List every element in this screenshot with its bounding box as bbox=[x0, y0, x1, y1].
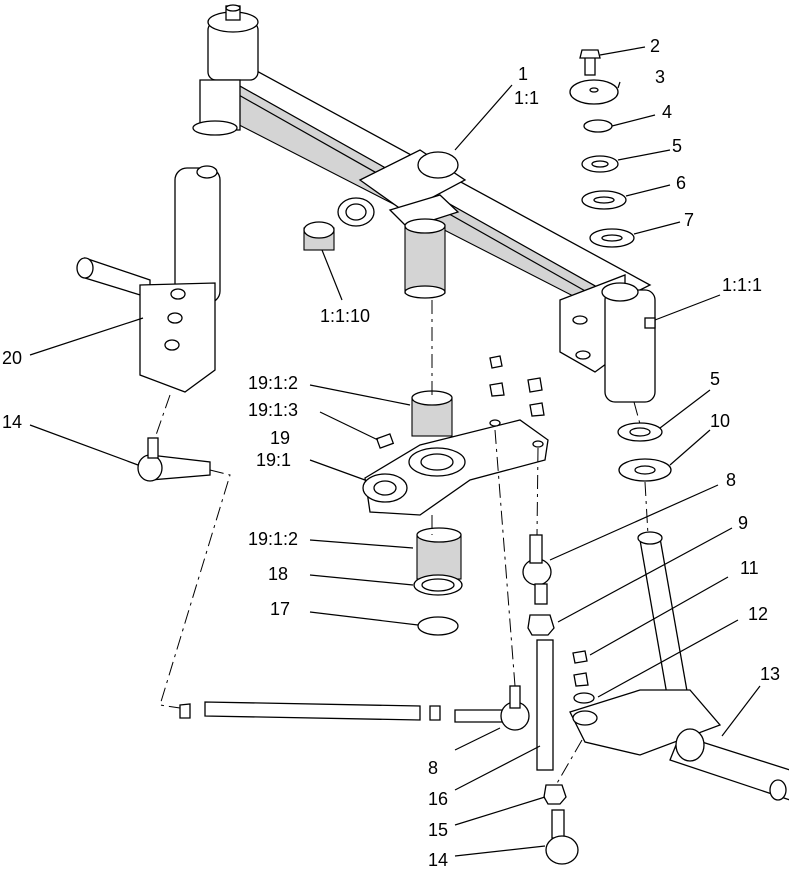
alignment-lines bbox=[154, 300, 649, 786]
callout-3: 3 bbox=[655, 67, 665, 87]
right-king-pin bbox=[617, 422, 691, 713]
callout-1: 1 bbox=[518, 64, 528, 84]
leader-lines bbox=[29, 46, 761, 857]
callout-19-1-2-upper: 19:1:2 bbox=[248, 373, 298, 393]
callout-4: 4 bbox=[662, 102, 672, 122]
callout-9: 9 bbox=[738, 513, 748, 533]
callout-16: 16 bbox=[428, 789, 448, 809]
left-spindle-20 bbox=[76, 165, 221, 393]
callout-15: 15 bbox=[428, 820, 448, 840]
callout-1-1-1: 1:1:1 bbox=[722, 275, 762, 295]
callout-19: 19 bbox=[270, 428, 290, 448]
callout-10: 10 bbox=[710, 411, 730, 431]
tie-rod-assembly bbox=[137, 437, 579, 865]
lower-bushing-parts bbox=[413, 527, 463, 636]
callout-8-upper: 8 bbox=[726, 470, 736, 490]
callout-6: 6 bbox=[676, 173, 686, 193]
callout-20: 20 bbox=[2, 348, 22, 368]
callout-14-lower: 14 bbox=[428, 850, 448, 870]
right-spindle-13 bbox=[569, 650, 789, 801]
callout-7: 7 bbox=[684, 210, 694, 230]
callout-19-1: 19:1 bbox=[256, 450, 291, 470]
callout-14-upper: 14 bbox=[2, 412, 22, 432]
steering-arm-19 bbox=[362, 355, 549, 516]
callout-5: 5 bbox=[672, 136, 682, 156]
callout-11: 11 bbox=[740, 558, 759, 578]
callout-18: 18 bbox=[268, 564, 288, 584]
callout-17: 17 bbox=[270, 599, 290, 619]
callout-13: 13 bbox=[760, 664, 780, 684]
callout-2: 2 bbox=[650, 36, 660, 56]
callout-labels: 1 1:1 2 3 4 5 6 7 1:1:1 1:1:10 20 14 19:… bbox=[2, 36, 780, 870]
callout-19-1-2-lower: 19:1:2 bbox=[248, 529, 298, 549]
callout-5-lower: 5 bbox=[710, 369, 720, 389]
callout-8-lower: 8 bbox=[428, 758, 438, 778]
callout-12: 12 bbox=[748, 604, 768, 624]
callout-19-1-3: 19:1:3 bbox=[248, 400, 298, 420]
right-hardware-stack bbox=[569, 49, 635, 248]
axle-beam bbox=[192, 4, 656, 403]
callout-1-1: 1:1 bbox=[514, 88, 539, 108]
callout-1-1-10: 1:1:10 bbox=[320, 306, 370, 326]
